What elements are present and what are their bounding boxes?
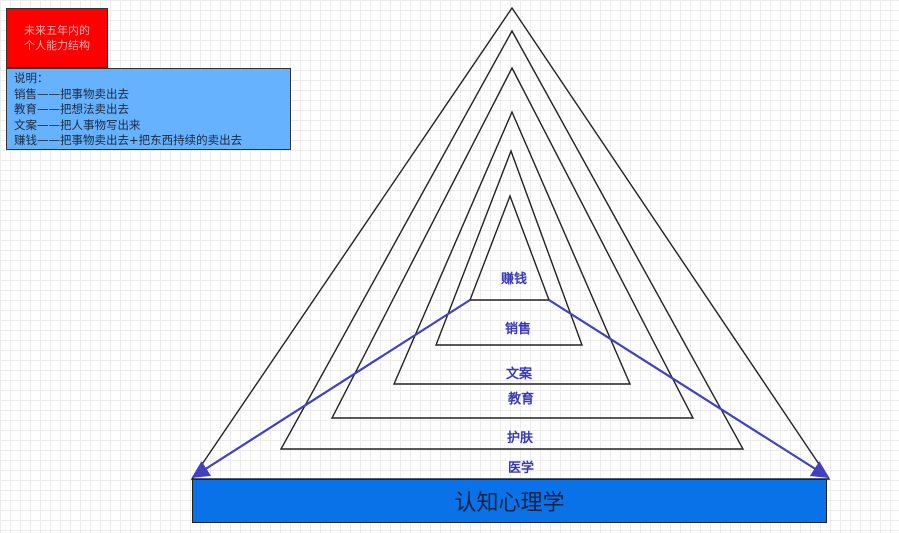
triangle-layer-skincare — [279, 29, 745, 450]
base-foundation-box: 认知心理学 — [192, 479, 827, 523]
arrow-left — [191, 299, 471, 478]
triangle-layer-copywriting — [392, 110, 632, 385]
layer-label-sales: 销售 — [504, 322, 532, 337]
triangle-layer-medicine — [190, 6, 831, 480]
arrow-right — [548, 299, 830, 478]
layer-label-education: 教育 — [507, 392, 535, 407]
note-line: 销售——把事物卖出去 — [14, 86, 129, 101]
layer-label-money: 赚钱 — [500, 272, 528, 287]
layer-label-medicine: 医学 — [507, 461, 535, 476]
layer-label-copywriting: 文案 — [505, 367, 533, 382]
note-line: 文案——把人事物写出来 — [14, 117, 141, 132]
base-label: 认知心理学 — [454, 491, 565, 516]
title-box: 未来五年内的 个人能力结构 — [6, 8, 108, 68]
legend-note: 说明： 销售——把事物卖出去 教育——把想法卖出去 文案——把人事物写出来 赚钱… — [6, 68, 291, 150]
note-line: 赚钱——把事物卖出去+把东西持续的卖出去 — [14, 133, 243, 147]
note-line: 说明： — [14, 71, 49, 85]
triangle-layer-sales — [434, 149, 584, 346]
triangle-layer-education — [330, 66, 695, 419]
title-text: 未来五年内的 个人能力结构 — [24, 24, 90, 52]
note-line: 教育——把想法卖出去 — [14, 102, 129, 116]
layer-label-skincare: 护肤 — [506, 431, 534, 446]
triangle-layer-money — [468, 194, 551, 301]
